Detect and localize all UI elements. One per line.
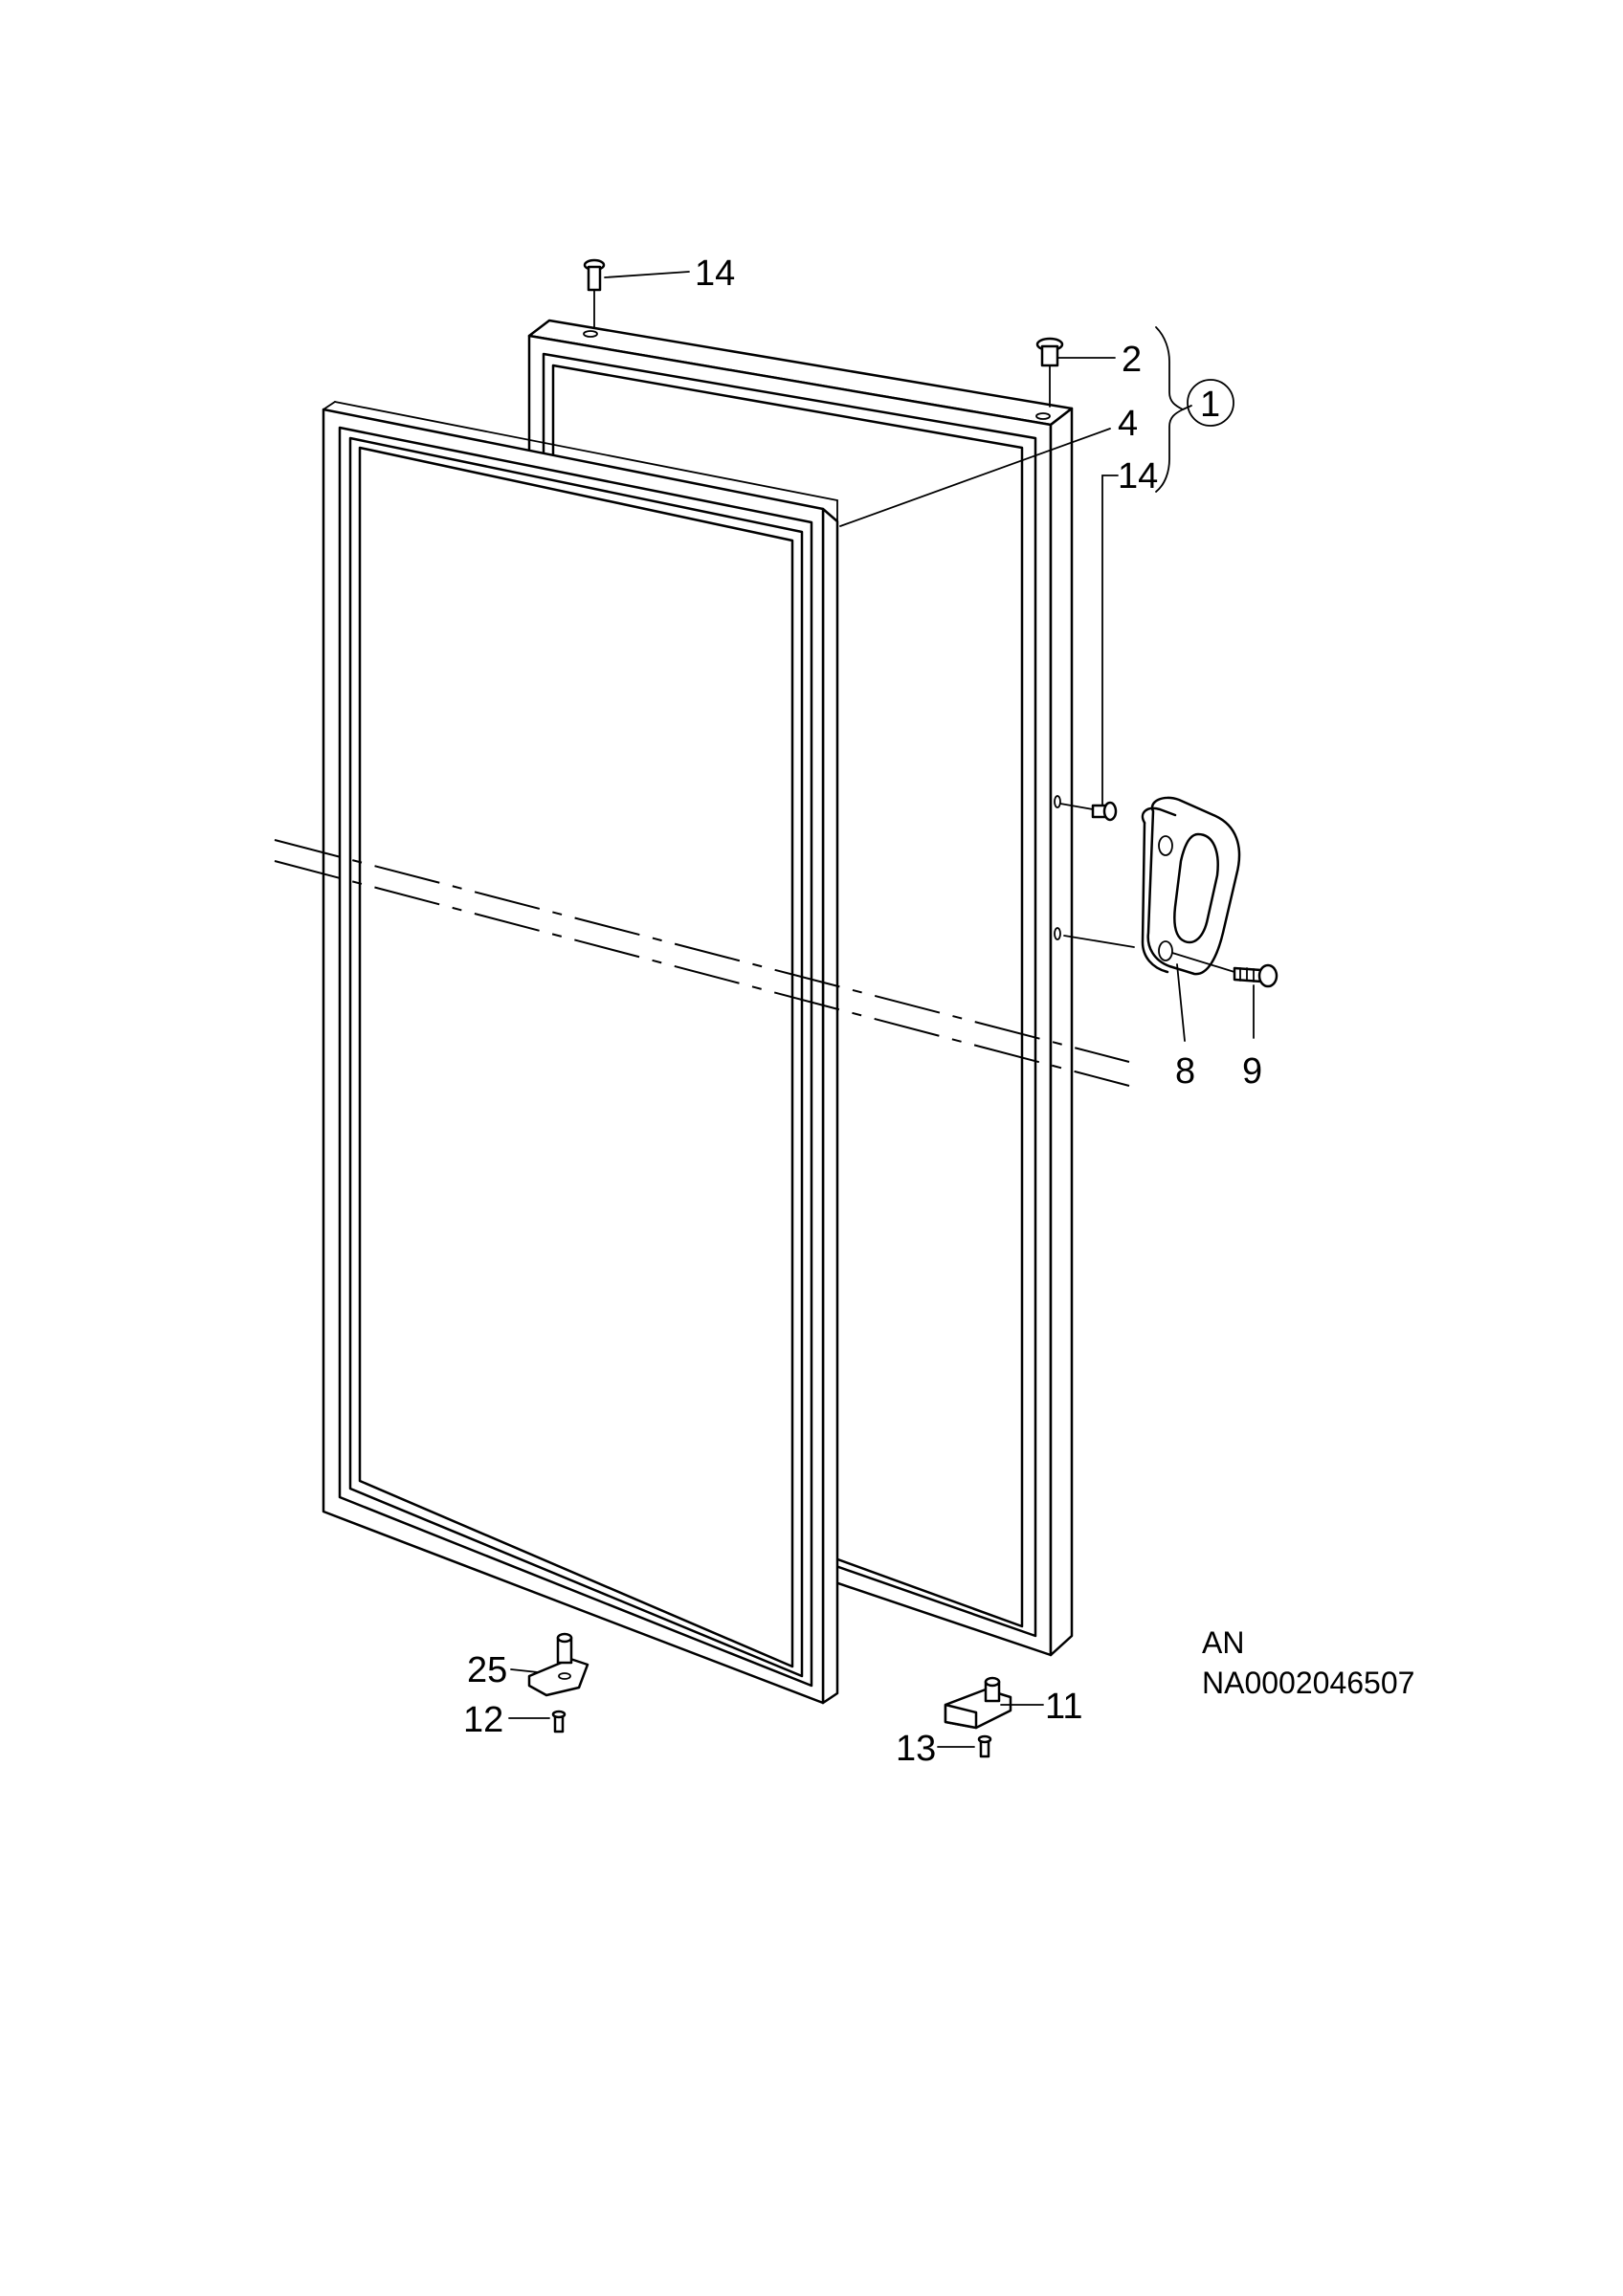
door-handle — [1141, 796, 1241, 976]
label-8: 8 — [1175, 1051, 1195, 1092]
lower-hinge-left — [527, 1632, 589, 1697]
label-14-top: 14 — [695, 254, 735, 294]
hinge-pin — [1035, 337, 1064, 408]
door-gasket — [322, 401, 839, 1705]
pin-top-left — [583, 258, 606, 328]
label-12: 12 — [463, 1700, 503, 1740]
label-11: 11 — [1045, 1687, 1082, 1727]
diagram-code-line1: AN — [1202, 1625, 1244, 1660]
label-9: 9 — [1242, 1051, 1262, 1092]
label-4: 4 — [1118, 404, 1138, 444]
handle-screw — [1171, 952, 1278, 988]
leader-lines — [508, 271, 1255, 1748]
label-13: 13 — [896, 1729, 936, 1769]
pin-side — [1059, 801, 1118, 822]
group-callout-circle — [1187, 379, 1234, 427]
screw-left — [551, 1710, 567, 1733]
screw-right — [977, 1734, 992, 1758]
label-2: 2 — [1122, 340, 1142, 380]
label-25: 25 — [467, 1650, 507, 1690]
diagram-code-line2: NA0002046507 — [1202, 1666, 1414, 1700]
break-lines — [274, 839, 1130, 1087]
label-14-right: 14 — [1118, 456, 1158, 497]
lower-hinge-right — [944, 1676, 1012, 1730]
label-1: 1 — [1200, 385, 1220, 425]
